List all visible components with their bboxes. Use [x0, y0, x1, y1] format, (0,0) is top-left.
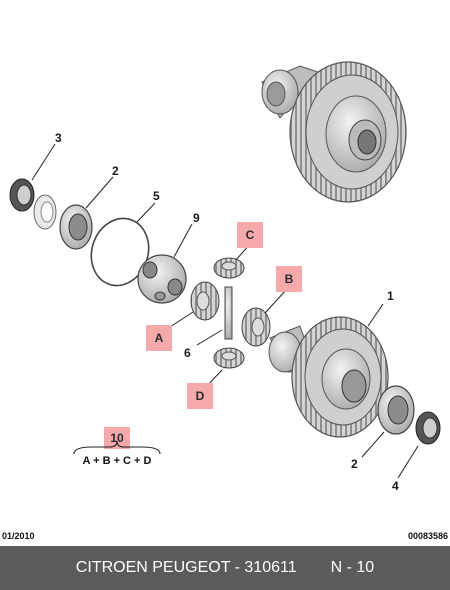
bearing-right	[377, 385, 415, 435]
bevel-gear-a	[190, 281, 220, 321]
tag-d-label: D	[196, 389, 205, 403]
group-formula: A + B + C + D	[83, 455, 152, 467]
bevel-gear-b	[241, 307, 271, 347]
tag-c: C	[237, 222, 263, 248]
tag-b: B	[276, 266, 302, 292]
callout-4: 4	[392, 479, 399, 493]
exploded-parts-diagram: 3 2 5 9 6 1 2 4 C B A D 10 A + B + C + D	[9, 61, 441, 493]
tag-a-label: A	[155, 331, 164, 345]
callout-1: 1	[387, 289, 394, 303]
tag-a: A	[146, 325, 172, 351]
tag-10: 10	[104, 427, 130, 449]
pinion-shaft	[224, 286, 233, 340]
footer-bar: CITROEN PEUGEOT - 310611 N - 10	[0, 546, 450, 590]
bevel-gear-d	[213, 347, 245, 369]
callout-2-left: 2	[112, 164, 119, 178]
bearing-race-left	[33, 194, 57, 230]
tag-d: D	[187, 383, 213, 409]
callout-6: 6	[184, 346, 191, 360]
bevel-gear-c	[213, 257, 245, 279]
tag-b-label: B	[285, 272, 294, 286]
ring-gear-main	[268, 316, 389, 438]
date-code: 01/2010	[2, 531, 35, 541]
bearing-left	[59, 204, 93, 250]
callout-9: 9	[193, 211, 200, 225]
reference-code: 00083586	[407, 531, 448, 541]
differential-housing	[137, 254, 187, 304]
leader-lines	[31, 143, 419, 479]
ring-gear-top	[261, 61, 407, 203]
oil-seal-left	[9, 178, 35, 212]
footer-item-number: N - 10	[330, 559, 375, 576]
callout-2-right: 2	[351, 457, 358, 471]
callout-3: 3	[55, 131, 62, 145]
footer-brand-part: CITROEN PEUGEOT - 310611	[75, 559, 297, 576]
tag-c-label: C	[246, 228, 255, 242]
callout-5: 5	[153, 189, 160, 203]
group-brace	[73, 440, 161, 455]
oil-seal-right	[415, 411, 441, 445]
tag-10-label: 10	[110, 431, 124, 445]
